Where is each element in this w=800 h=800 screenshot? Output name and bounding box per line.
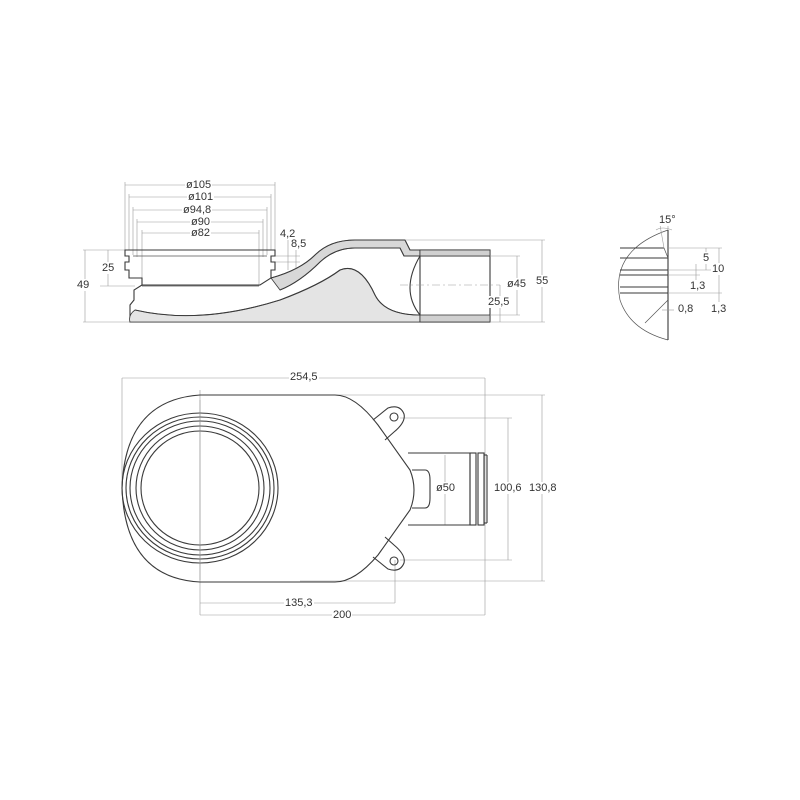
dim-diameter-105: ø105 bbox=[185, 179, 213, 191]
dim-flange-height: 25 bbox=[101, 262, 116, 274]
dim-diameter-101: ø101 bbox=[187, 191, 215, 203]
dim-detail-1-3-b: 1,3 bbox=[710, 303, 728, 315]
dim-detail-0-8: 0,8 bbox=[677, 303, 695, 315]
top-view bbox=[121, 377, 545, 616]
dim-detail-5: 5 bbox=[702, 252, 711, 264]
dim-step-8-5: 8,5 bbox=[290, 238, 308, 250]
detail-view bbox=[618, 222, 722, 341]
dim-detail-1-3-a: 1,3 bbox=[689, 280, 707, 292]
dim-overall-width: 130,8 bbox=[528, 482, 558, 494]
dim-detail-10: 10 bbox=[711, 263, 726, 275]
dim-outlet-axis-height: 25,5 bbox=[487, 296, 511, 308]
dim-height-right: 55 bbox=[535, 275, 550, 287]
dim-overall-length: 254,5 bbox=[289, 371, 319, 383]
dim-mount-hole-spacing: 100,6 bbox=[493, 482, 523, 494]
side-view bbox=[83, 182, 545, 323]
dim-angle-15: 15° bbox=[658, 214, 677, 226]
dim-outlet-diameter-50: ø50 bbox=[435, 482, 456, 494]
dim-diameter-82: ø82 bbox=[190, 227, 211, 239]
dim-outlet-offset: 200 bbox=[332, 609, 353, 621]
dim-mount-hole-offset: 135,3 bbox=[284, 597, 314, 609]
dim-height-left: 49 bbox=[76, 279, 91, 291]
dim-diameter-90: ø90 bbox=[190, 216, 211, 228]
dim-outlet-diameter-45: ø45 bbox=[506, 278, 527, 290]
dim-diameter-94-8: ø94,8 bbox=[182, 204, 213, 216]
dim-step-4-2: 4,2 bbox=[279, 228, 297, 240]
